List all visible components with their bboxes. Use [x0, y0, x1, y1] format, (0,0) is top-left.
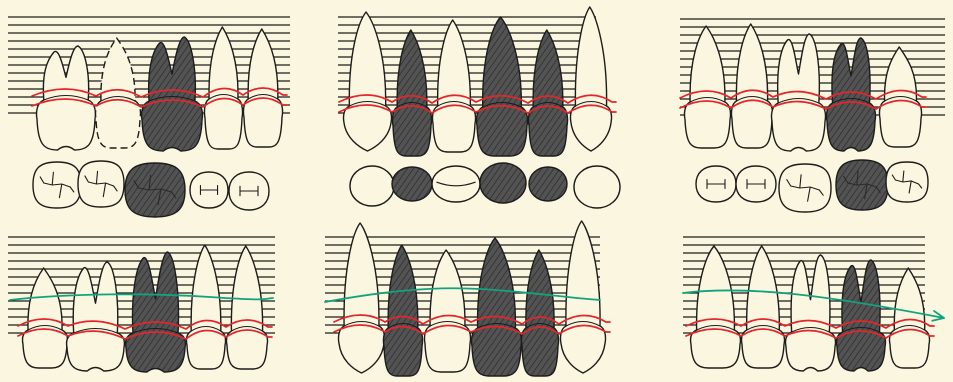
occlusal-tooth [78, 161, 124, 207]
panel-right [680, 19, 945, 371]
occlusal-tooth [779, 164, 831, 212]
occlusal-tooth-shaded [125, 163, 185, 217]
occlusal-tooth [432, 166, 480, 202]
occlusal-outline [574, 166, 620, 208]
occlusal-tooth [696, 166, 736, 202]
occlusal-tooth [229, 172, 269, 210]
occlusal-tooth-shaded [480, 163, 526, 203]
occlusal-tooth [886, 162, 928, 202]
occlusal-outline [350, 166, 394, 206]
occlusal-tooth [574, 166, 620, 208]
occlusal-tooth-shaded [392, 167, 432, 201]
occlusal-tooth-shaded [836, 160, 888, 210]
occlusal-tooth-shaded [529, 167, 567, 201]
occlusal-tooth [33, 162, 81, 208]
occlusal-tooth [736, 166, 776, 202]
occlusal-outline [392, 167, 432, 201]
occlusal-tooth [190, 172, 228, 208]
occlusal-tooth [350, 166, 394, 206]
occlusal-outline [480, 163, 526, 203]
occlusal-outline [529, 167, 567, 201]
occlusal-outline [432, 166, 480, 202]
